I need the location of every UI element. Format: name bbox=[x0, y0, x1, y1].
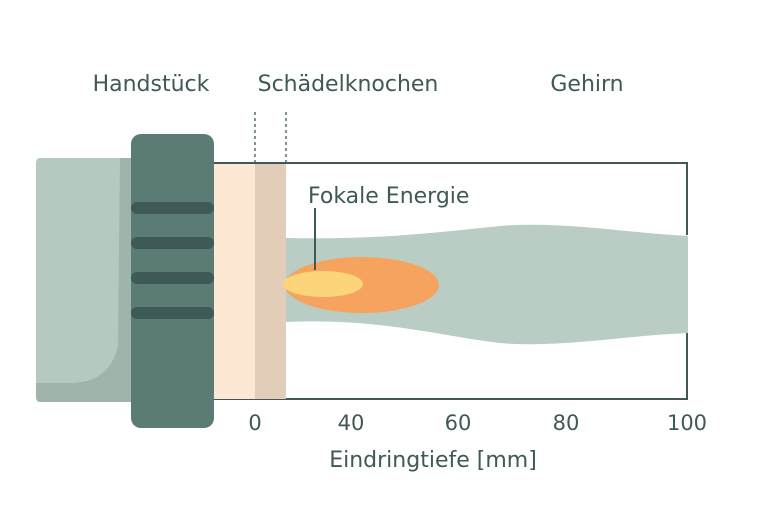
label-brain: Gehirn bbox=[550, 72, 623, 97]
focal-zone-inner bbox=[283, 271, 363, 297]
tick-label-0: 0 bbox=[248, 411, 261, 435]
label-focal-energy: Fokale Energie bbox=[308, 184, 469, 209]
axis-title: Eindringtiefe [mm] bbox=[329, 448, 537, 473]
tick-label-100: 100 bbox=[667, 411, 707, 435]
label-skull: Schädelknochen bbox=[258, 72, 439, 97]
ultrasound-beam bbox=[286, 224, 688, 345]
collar-groove-2 bbox=[131, 237, 214, 249]
skull-layer bbox=[255, 164, 286, 399]
collar-groove-4 bbox=[131, 307, 214, 319]
tick-label-60: 60 bbox=[445, 411, 472, 435]
handpiece-body bbox=[36, 158, 135, 402]
tick-label-80: 80 bbox=[553, 411, 580, 435]
collar-groove-1 bbox=[131, 202, 214, 214]
handpiece-shadow bbox=[36, 158, 135, 402]
collar-groove-3 bbox=[131, 272, 214, 284]
label-handpiece: Handstück bbox=[93, 72, 210, 97]
coupling-layer bbox=[212, 164, 256, 399]
tick-label-40: 40 bbox=[338, 411, 365, 435]
